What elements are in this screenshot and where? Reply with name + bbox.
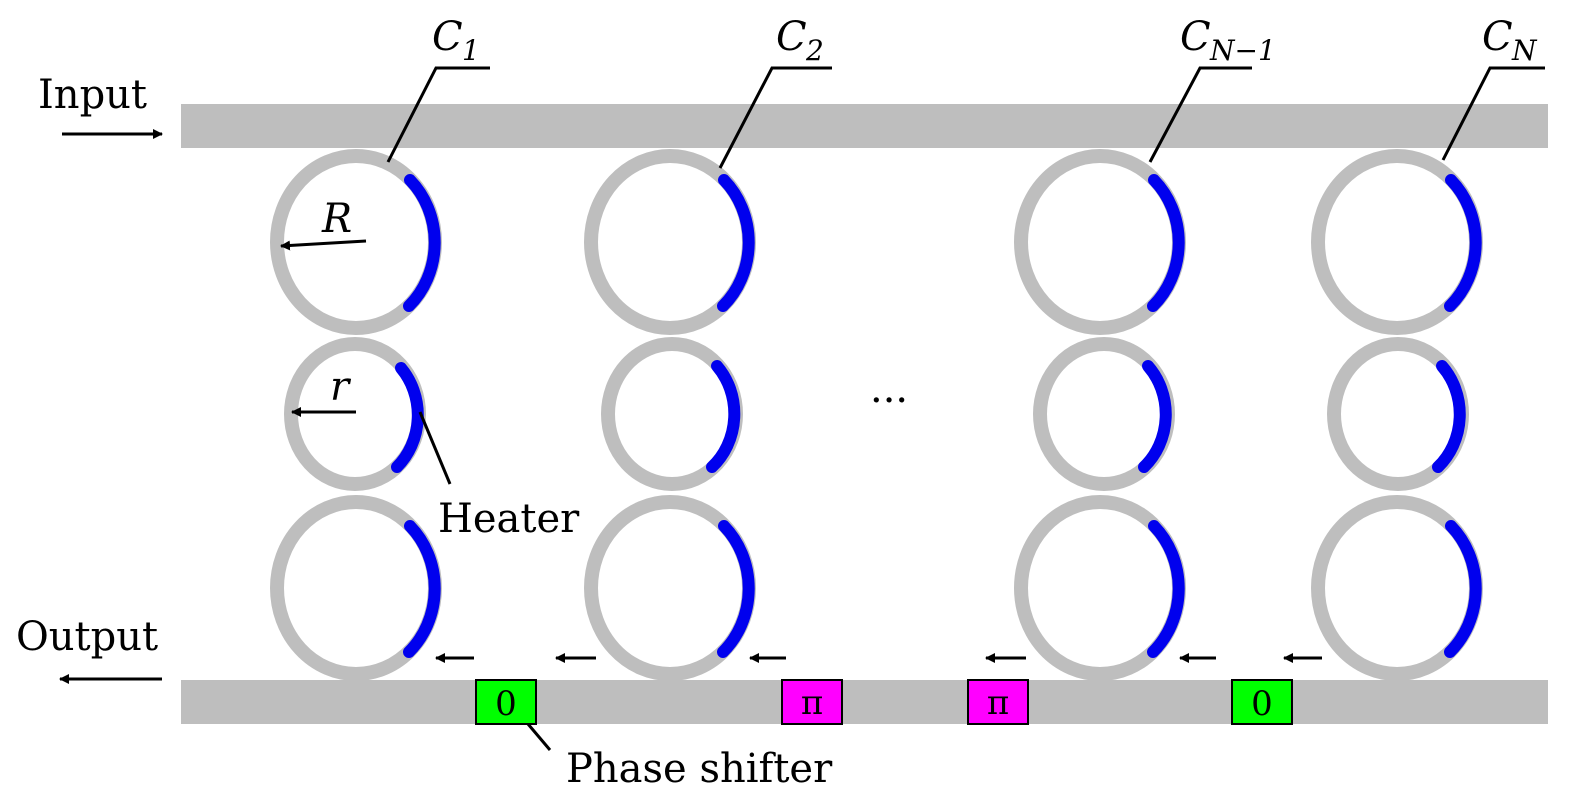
label-name: C bbox=[1482, 14, 1513, 60]
column-n-minus-1 bbox=[1014, 149, 1186, 681]
heater-arc bbox=[1432, 360, 1466, 473]
heater-arc bbox=[706, 360, 741, 473]
leader-line bbox=[1441, 66, 1545, 161]
label-subscript: N−1 bbox=[1209, 34, 1276, 67]
output-label: Output bbox=[16, 614, 158, 660]
column-label-1: C 1 bbox=[386, 14, 490, 163]
phase-shifter-box bbox=[781, 679, 843, 725]
heater-arc bbox=[1444, 520, 1482, 658]
heater-arc bbox=[1138, 360, 1172, 473]
heater-arc bbox=[717, 174, 755, 312]
phase-shifter-value: π bbox=[801, 683, 823, 723]
big-radius-label: R bbox=[321, 196, 352, 242]
heater-arc bbox=[403, 520, 441, 658]
heater-arc bbox=[1147, 174, 1185, 312]
big-radius-arrow bbox=[280, 239, 367, 251]
phase-shifter-label: Phase shifter bbox=[566, 746, 833, 792]
input-label: Input bbox=[38, 72, 147, 118]
phase-shifter-box bbox=[475, 679, 537, 725]
label-name: C bbox=[776, 14, 807, 60]
column-2 bbox=[584, 149, 756, 681]
column-n bbox=[1311, 149, 1483, 681]
leader-line bbox=[1148, 66, 1252, 163]
heater-leader bbox=[418, 411, 452, 485]
heater-arc bbox=[391, 362, 424, 473]
output-bus-waveguide bbox=[181, 680, 1548, 724]
phase-shifter-3: π bbox=[967, 679, 1029, 725]
heater-arc bbox=[1444, 174, 1482, 312]
phase-shifter-value: π bbox=[987, 683, 1009, 723]
column-label-2: C 2 bbox=[718, 14, 832, 169]
phase-shifter-4: 0 bbox=[1231, 679, 1293, 725]
label-name: C bbox=[432, 14, 463, 60]
phase-shifter-value: 0 bbox=[1251, 684, 1273, 724]
heater-label: Heater bbox=[438, 496, 580, 542]
label-subscript: N bbox=[1511, 34, 1538, 67]
phase-shifter-leader bbox=[526, 723, 552, 751]
phase-shifter-1: 0 bbox=[475, 679, 537, 725]
input-bus-waveguide bbox=[181, 104, 1548, 148]
heater-arc bbox=[717, 520, 755, 658]
heater-arc bbox=[403, 174, 441, 312]
phase-shifter-box bbox=[1231, 679, 1293, 725]
phase-shifter-2: π bbox=[781, 679, 843, 725]
label-subscript: 1 bbox=[462, 34, 480, 67]
column-label-n: C N bbox=[1441, 14, 1545, 161]
label-subscript: 2 bbox=[805, 34, 824, 67]
heater-arc bbox=[1147, 520, 1185, 658]
column-1 bbox=[270, 149, 442, 681]
label-name: C bbox=[1180, 14, 1211, 60]
ellipsis: ··· bbox=[870, 378, 908, 424]
leader-line bbox=[386, 66, 490, 163]
phase-shifter-value: 0 bbox=[495, 684, 517, 724]
column-label-n-minus-1: C N−1 bbox=[1148, 14, 1276, 163]
small-radius-label: r bbox=[330, 364, 352, 410]
leader-line bbox=[718, 66, 832, 169]
phase-shifter-box bbox=[967, 679, 1029, 725]
